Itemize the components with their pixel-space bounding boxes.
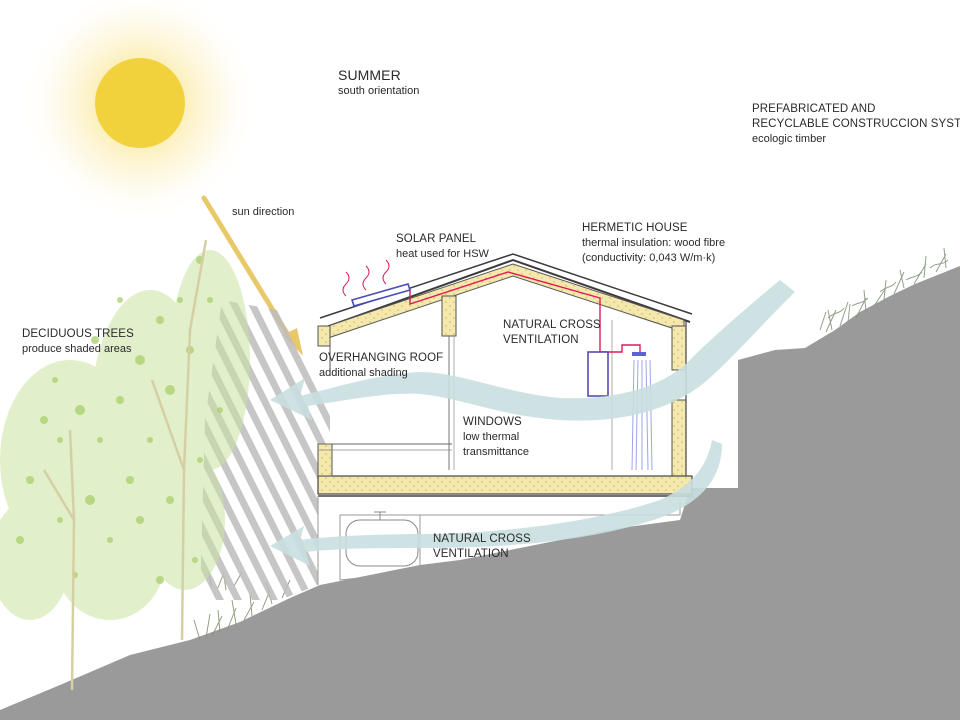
hot-water-tank xyxy=(587,351,609,397)
solar-panel-subtitle: heat used for HSW xyxy=(396,248,489,260)
deciduous-trees-label: DECIDUOUS TREES produce shaded areas xyxy=(22,327,134,357)
prefab-line1: PREFABRICATED AND xyxy=(752,103,876,115)
cross-ventilation-upper-label: NATURAL CROSS VENTILATION xyxy=(503,318,601,348)
prefab-label: PREFABRICATED AND RECYCLABLE CONSTRUCCIO… xyxy=(752,102,960,147)
house-section xyxy=(317,253,693,585)
sun-direction-text: sun direction xyxy=(232,206,295,218)
airflow-arrow-icon xyxy=(270,280,795,566)
prefab-line2: RECYCLABLE CONSTRUCCION SYSTEM xyxy=(752,118,960,130)
deciduous-trees xyxy=(0,239,250,691)
hillside-shrubs xyxy=(819,247,949,333)
summer-heading: SUMMER xyxy=(338,67,401,83)
prefab-subtitle: ecologic timber xyxy=(752,133,826,145)
cross-vent-upper-line1: NATURAL CROSS xyxy=(503,319,601,331)
windows-line1: low thermal xyxy=(463,431,520,443)
heat-wave-icon xyxy=(342,259,390,297)
overhanging-roof-label: OVERHANGING ROOF additional shading xyxy=(319,351,443,381)
hermetic-house-label: HERMETIC HOUSE thermal insulation: wood … xyxy=(582,221,725,266)
solar-panel-heading: SOLAR PANEL xyxy=(396,233,477,245)
windows-label: WINDOWS low thermal transmittance xyxy=(463,415,529,460)
hermetic-line1: thermal insulation: wood fibre xyxy=(582,237,726,249)
ground-slope xyxy=(0,266,960,720)
trees-heading: DECIDUOUS TREES xyxy=(22,328,134,340)
trees-subtitle: produce shaded areas xyxy=(22,343,132,355)
cross-vent-lower-line2: VENTILATION xyxy=(433,548,509,560)
hermetic-line2: (conductivity: 0,043 W/m·k) xyxy=(582,252,716,264)
cross-vent-lower-line1: NATURAL CROSS xyxy=(433,533,531,545)
sun-direction-label: sun direction xyxy=(232,205,294,220)
cross-vent-upper-line2: VENTILATION xyxy=(503,334,579,346)
summer-label: SUMMER south orientation xyxy=(338,66,419,99)
hermetic-heading: HERMETIC HOUSE xyxy=(582,222,688,234)
windows-heading: WINDOWS xyxy=(463,416,522,428)
overhang-heading: OVERHANGING ROOF xyxy=(319,352,444,364)
cross-ventilation-lower-label: NATURAL CROSS VENTILATION xyxy=(433,532,531,562)
sun-icon xyxy=(20,0,260,223)
solar-panel-label: SOLAR PANEL heat used for HSW xyxy=(396,232,489,262)
summer-subtitle: south orientation xyxy=(338,85,420,97)
windows-line2: transmittance xyxy=(463,446,530,458)
overhang-subtitle: additional shading xyxy=(319,367,408,379)
